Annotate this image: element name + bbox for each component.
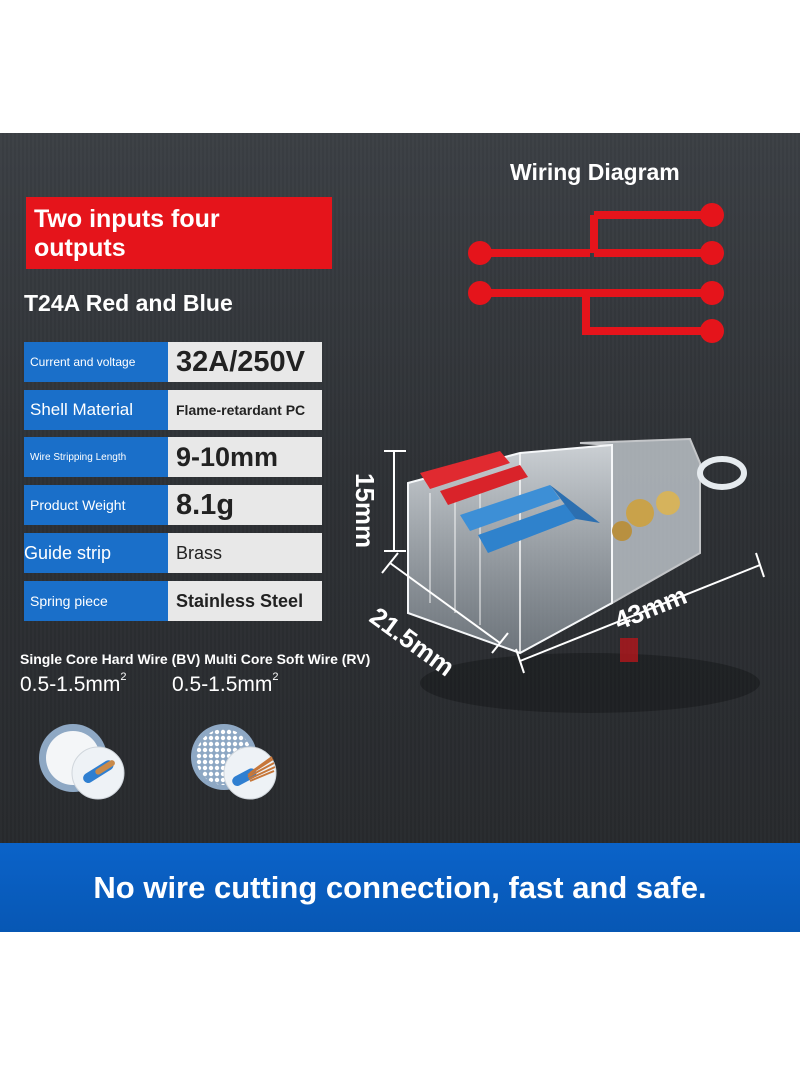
stranded-wire-icon	[191, 724, 277, 800]
spec-row-spring: Spring piece Stainless Steel	[24, 581, 322, 621]
product-panel: Two inputs four outputs T24A Red and Blu…	[0, 133, 800, 932]
spec-value: 9-10mm	[168, 437, 322, 477]
spec-label: Spring piece	[24, 581, 168, 621]
spec-label: Wire Stripping Length	[24, 437, 168, 477]
wire-type-heading: Single Core Hard Wire (BV) Multi Core So…	[20, 651, 371, 667]
feature-banner-line1: Two inputs four	[34, 205, 220, 233]
spec-label: Guide strip	[24, 533, 168, 573]
solid-wire-icon	[39, 724, 125, 800]
footer-slogan: No wire cutting connection, fast and saf…	[93, 869, 707, 905]
model-title: T24A Red and Blue	[24, 290, 233, 316]
feature-banner: Two inputs four outputs	[26, 197, 332, 269]
wiring-diagram	[468, 203, 724, 343]
connector-product-image	[381, 437, 765, 713]
single-core-range-value: 0.5-1.5mm	[20, 673, 121, 696]
dimension-height: 15mm	[350, 473, 380, 549]
exponent: 2	[120, 671, 127, 683]
wiring-diagram-title: Wiring Diagram	[510, 159, 680, 185]
spec-value: Stainless Steel	[168, 581, 322, 621]
spec-row-weight: Product Weight 8.1g	[24, 485, 322, 525]
spec-value: 8.1g	[168, 485, 322, 525]
spec-label: Shell Material	[24, 390, 168, 430]
spec-value: 32A/250V	[168, 342, 322, 382]
spec-value: Flame-retardant PC	[168, 390, 322, 430]
spec-row-stripping: Wire Stripping Length 9-10mm	[24, 437, 322, 477]
multi-core-range: 0.5-1.5mm2	[172, 671, 279, 697]
spec-label: Current and voltage	[24, 342, 168, 382]
spec-row-current: Current and voltage 32A/250V	[24, 342, 322, 382]
multi-core-range-value: 0.5-1.5mm	[172, 673, 273, 696]
single-core-range: 0.5-1.5mm2	[20, 671, 127, 697]
exponent: 2	[272, 671, 279, 683]
spec-row-guide: Guide strip Brass	[24, 533, 322, 573]
feature-banner-line2: outputs	[34, 234, 126, 262]
spec-row-shell: Shell Material Flame-retardant PC	[24, 390, 322, 430]
footer-band: No wire cutting connection, fast and saf…	[0, 843, 800, 932]
spec-label: Product Weight	[24, 485, 168, 525]
spec-value: Brass	[168, 533, 322, 573]
